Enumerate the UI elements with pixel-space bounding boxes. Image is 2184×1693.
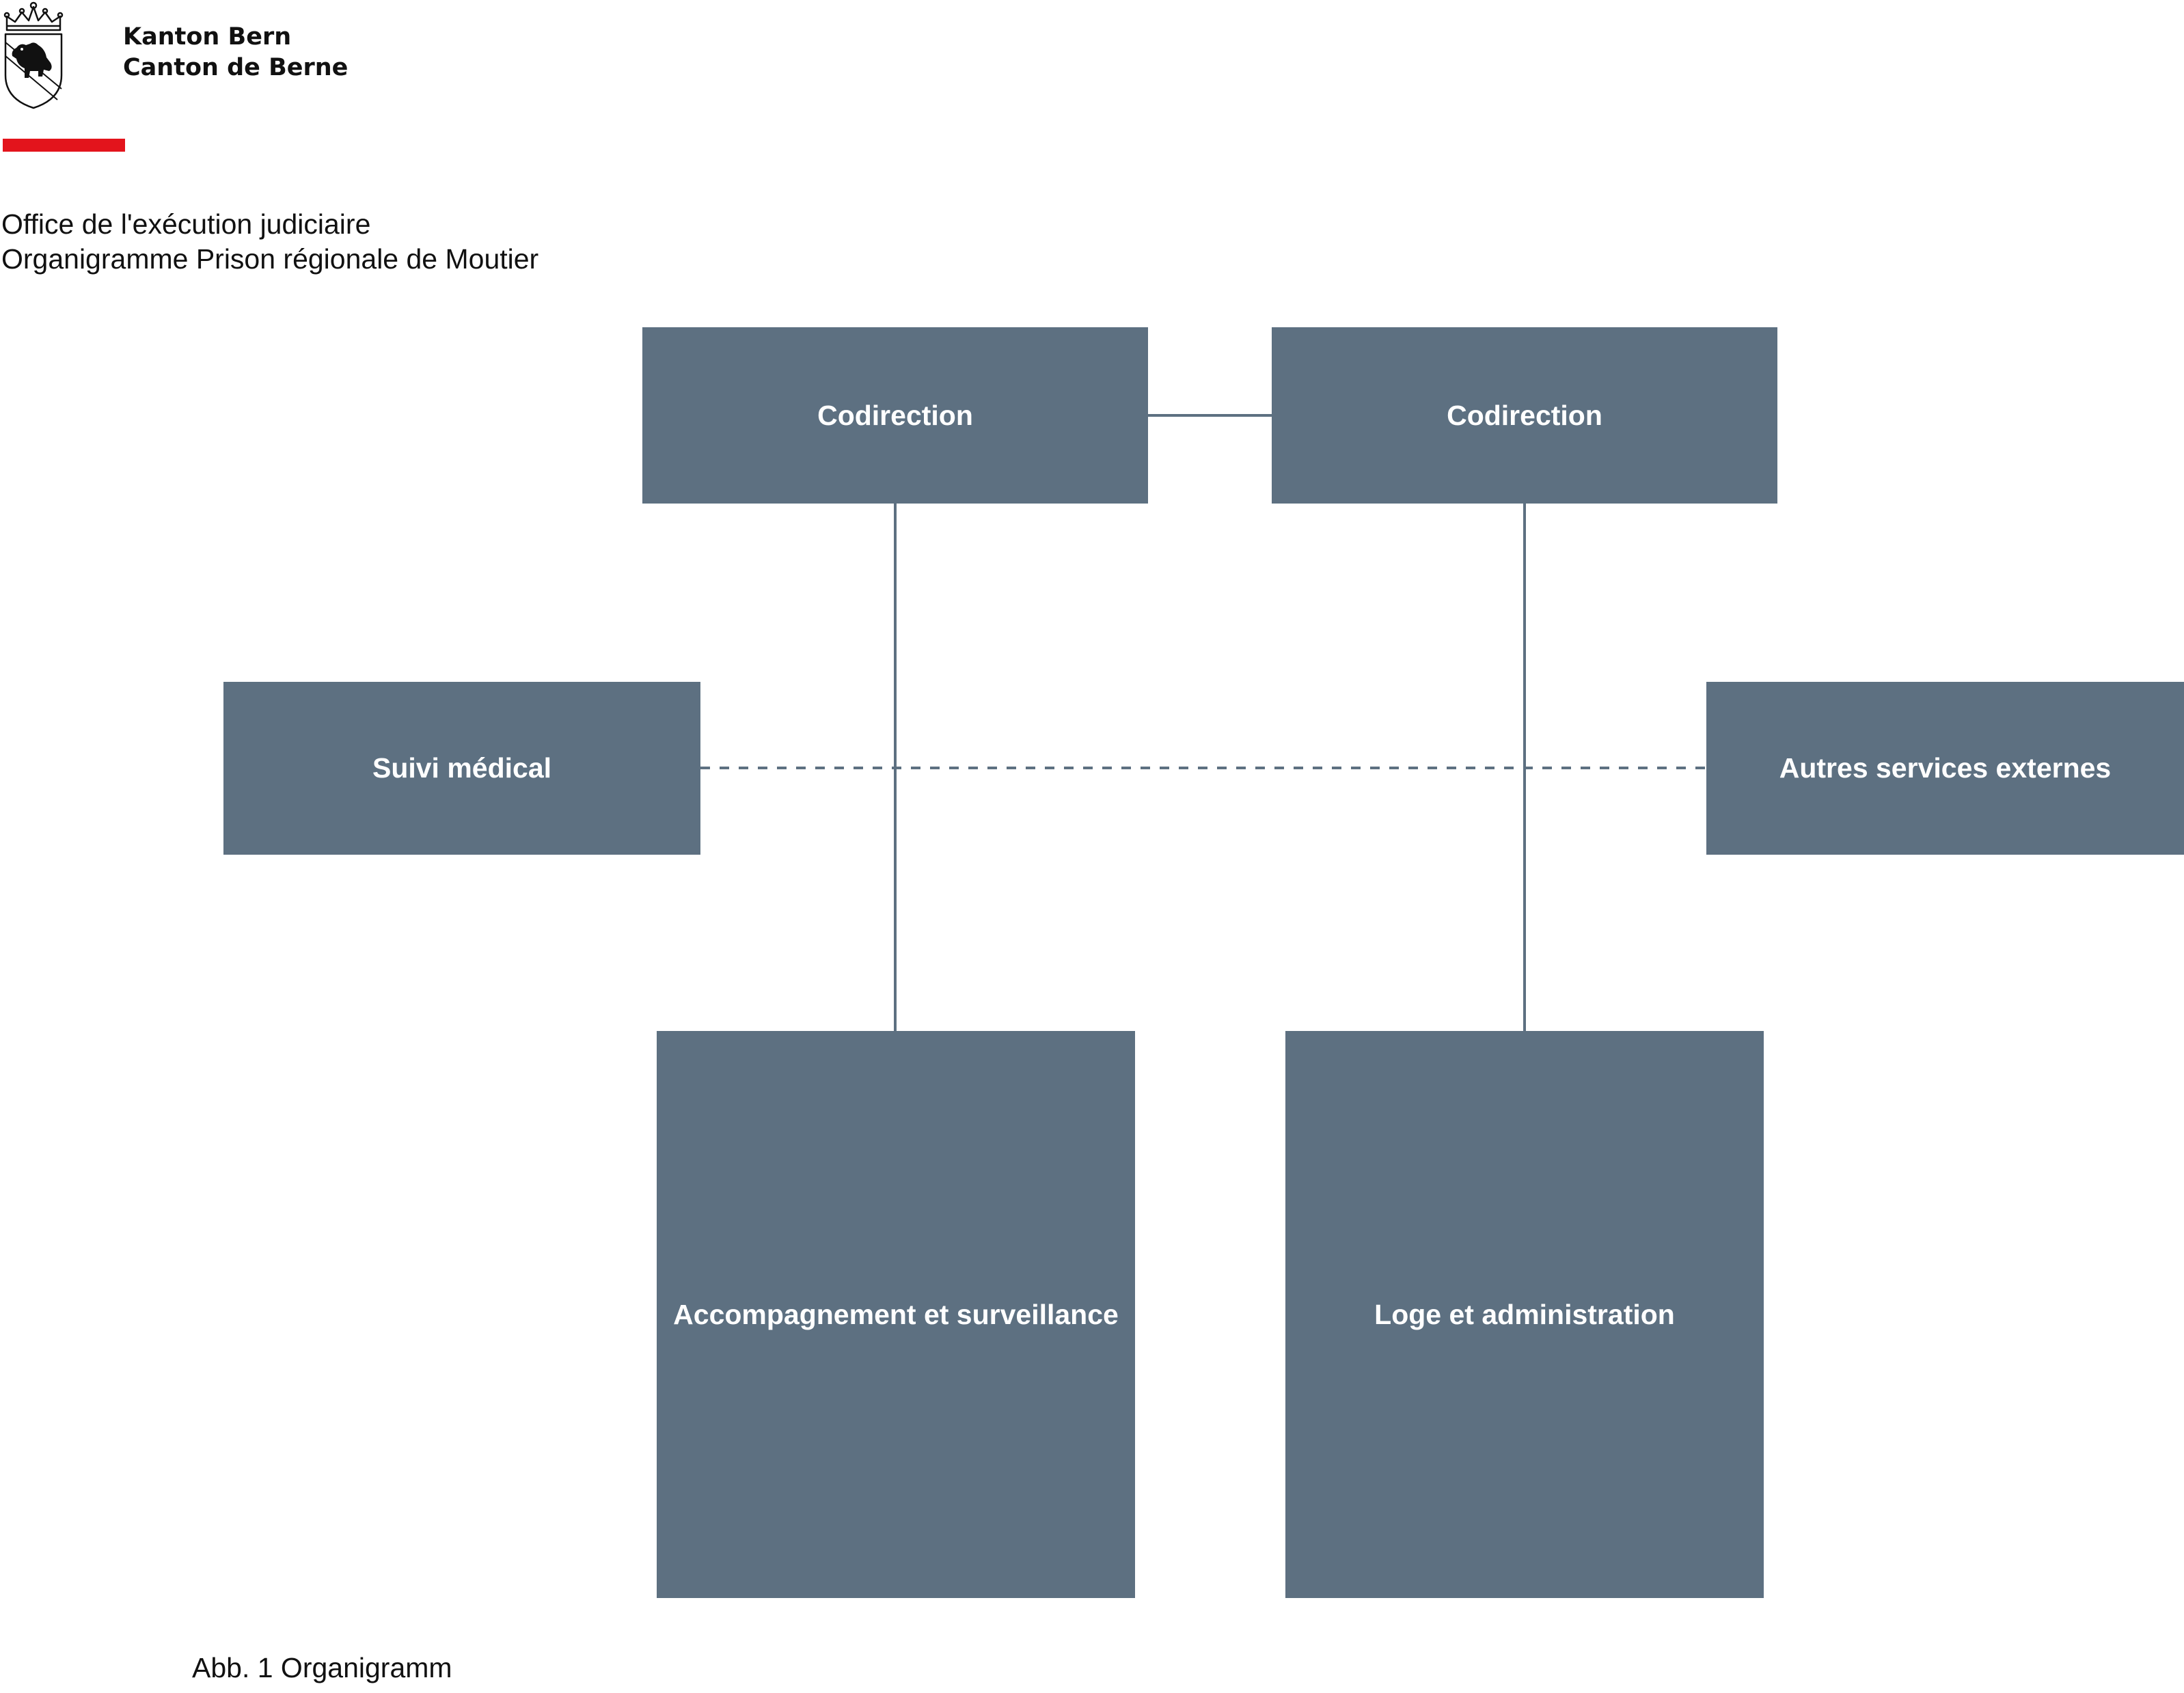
node-accompagnement-surveillance: Accompagnement et surveillance [657, 1031, 1135, 1598]
brand-name-german: Kanton Bern [123, 23, 292, 51]
node-codirection-right: Codirection [1272, 327, 1777, 504]
node-autres-services-externes: Autres services externes [1706, 682, 2184, 855]
node-label: Codirection [1447, 399, 1602, 431]
node-label: Suivi médical [372, 752, 552, 784]
bern-coat-of-arms-icon [3, 1, 64, 109]
node-codirection-left: Codirection [642, 327, 1148, 504]
office-title: Office de l'exécution judiciaire [1, 208, 371, 240]
brand-name-french: Canton de Berne [123, 54, 349, 81]
node-label: Accompagnement et surveillance [673, 1298, 1119, 1330]
figure-caption: Abb. 1 Organigramm [192, 1652, 452, 1683]
accent-bar [3, 139, 125, 152]
node-label: Loge et administration [1374, 1298, 1675, 1330]
node-loge-administration: Loge et administration [1285, 1031, 1764, 1598]
node-label: Codirection [817, 399, 973, 431]
node-label: Autres services externes [1779, 752, 2112, 784]
node-suivi-medical: Suivi médical [223, 682, 700, 855]
page-title: Organigramme Prison régionale de Moutier [1, 243, 539, 275]
